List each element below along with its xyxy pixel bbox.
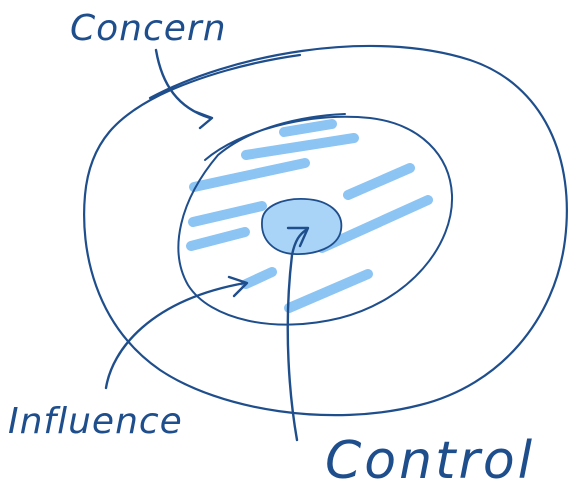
concern-circle (83, 44, 568, 417)
concern-label: Concern (70, 8, 227, 49)
control-arrowhead-icon (286, 226, 310, 248)
hatch-stripe (284, 269, 373, 313)
hatch-stripe (343, 163, 415, 200)
influence-hatch (186, 119, 433, 313)
hatch-stripe (189, 158, 310, 192)
influence-arrow (104, 281, 247, 390)
influence-arrowhead-icon (227, 275, 249, 298)
hatch-stripe (241, 133, 359, 160)
control-circle (261, 198, 343, 255)
concern-arrowhead-icon (194, 110, 214, 130)
control-label: Control (325, 431, 535, 491)
hatch-stripe (186, 227, 250, 251)
hatch-stripe (279, 119, 337, 137)
hatch-stripe (241, 267, 277, 289)
hatch-stripe (188, 201, 267, 227)
influence-label: Influence (8, 401, 183, 442)
hatch-stripe (317, 195, 433, 253)
arrows (104, 48, 310, 442)
control-arrow (286, 228, 308, 442)
influence-circle (177, 113, 454, 326)
